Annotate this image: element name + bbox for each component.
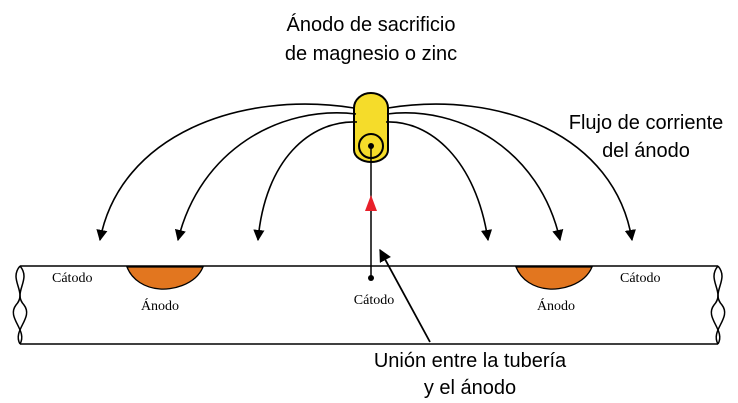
anode-label-right: Ánodo xyxy=(536,299,576,314)
junction-pointer-arrow xyxy=(379,248,431,343)
pipe-right-break-inner xyxy=(715,265,726,345)
pipe-connection-dot xyxy=(368,275,374,281)
anode-label-left: Ánodo xyxy=(140,299,180,314)
current-direction-arrow xyxy=(365,195,377,211)
pipe xyxy=(12,265,726,345)
current-flow-label-line-2: del ánodo xyxy=(602,140,690,162)
flow-arrow-right-1 xyxy=(385,121,493,242)
anode-title-line-2: de magnesio o zinc xyxy=(284,43,458,65)
current-flow-label-line-1: Flujo de corriente xyxy=(568,112,724,134)
pipe-left-break xyxy=(12,265,23,345)
junction-label-line-2: y el ánodo xyxy=(423,377,517,399)
cathode-label-left: Cátodo xyxy=(52,271,93,286)
current-flow-arrows xyxy=(96,103,636,242)
flow-arrow-left-3 xyxy=(253,121,358,242)
flow-arrow-left-1 xyxy=(96,103,355,242)
flow-arrow-right-3 xyxy=(387,103,636,242)
corrosion-zone-left xyxy=(126,266,204,290)
junction-label-line-1: Unión entre la tubería xyxy=(373,350,567,372)
flow-arrow-right-2 xyxy=(386,112,564,242)
pipe-left-break-inner xyxy=(17,265,28,345)
sacrificial-anode xyxy=(353,92,389,163)
corrosion-zone-right xyxy=(515,266,593,290)
cathode-label-right: Cátodo xyxy=(620,271,661,286)
cathode-label-center: Cátodo xyxy=(353,293,395,308)
flow-arrow-left-2 xyxy=(174,112,357,242)
anode-title-line-1: Ánodo de sacrificio xyxy=(286,14,456,36)
pipe-right-break xyxy=(710,265,721,345)
